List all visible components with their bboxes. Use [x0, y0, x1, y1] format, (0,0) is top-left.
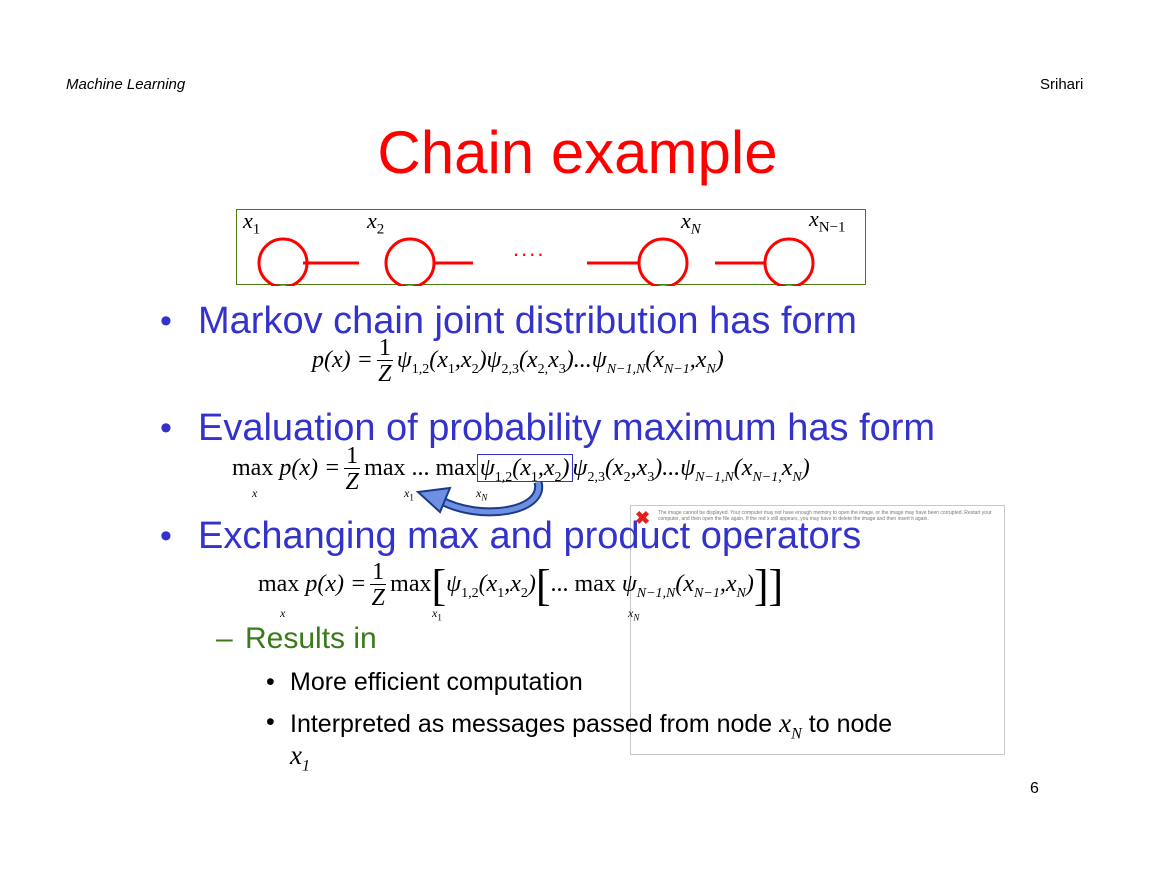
bullet-exchanging: Exchanging max and product operators: [198, 515, 862, 557]
max-subscript-xN: xN: [628, 606, 640, 623]
label-x2: x2: [367, 208, 385, 238]
node-x1-label: x1: [290, 740, 310, 775]
node-x2: [384, 237, 436, 286]
sub-bullet-results: Results in: [245, 622, 377, 655]
sub-sub-bullet-messages: Interpreted as messages passed from node…: [290, 708, 893, 743]
bullet-probability-maximum: Evaluation of probability maximum has fo…: [198, 407, 936, 449]
arrow-head: [415, 486, 452, 514]
max-subscript-x1: x1: [404, 486, 414, 503]
page-number: 6: [1030, 780, 1039, 797]
chain-graph: [257, 237, 815, 286]
label-x1: x1: [243, 208, 261, 238]
sub-bullet-dash: –: [216, 622, 233, 655]
node-x1: [257, 237, 309, 286]
header-course: Machine Learning: [66, 76, 186, 93]
sub-sub-bullet-dot: •: [266, 708, 275, 736]
broken-image-message: The image cannot be displayed. Your comp…: [658, 510, 992, 522]
max-subscript-x: x: [280, 606, 286, 620]
max-subscript-x: x: [252, 486, 258, 500]
bullet-joint-distribution: Markov chain joint distribution has form: [198, 300, 857, 342]
bullet-dot: •: [160, 409, 172, 447]
label-xNm1: xN−1: [809, 206, 846, 236]
bullet-dot: •: [160, 517, 172, 555]
max-subscript-xN: xN: [476, 486, 488, 503]
bullet-dot: •: [160, 302, 172, 340]
broken-image-icon: ✖: [635, 508, 651, 528]
sub-sub-bullet-dot: •: [266, 668, 275, 696]
node-xN: [637, 237, 689, 286]
chain-diagram: x1 x2 .... xN xN−1: [236, 206, 866, 286]
broken-image-placeholder: ✖ The image cannot be displayed. Your co…: [630, 505, 1005, 755]
sub-sub-bullet-efficient: More efficient computation: [290, 668, 583, 696]
max-subscript-x1: x1: [432, 606, 442, 623]
header-author: Srihari: [1040, 76, 1084, 93]
slide-title: Chain example: [377, 119, 778, 186]
exchange-arrow: [415, 480, 544, 517]
label-xN: xN: [681, 208, 701, 238]
chain-ellipsis: ....: [513, 236, 546, 261]
node-xNm1: [763, 237, 815, 286]
